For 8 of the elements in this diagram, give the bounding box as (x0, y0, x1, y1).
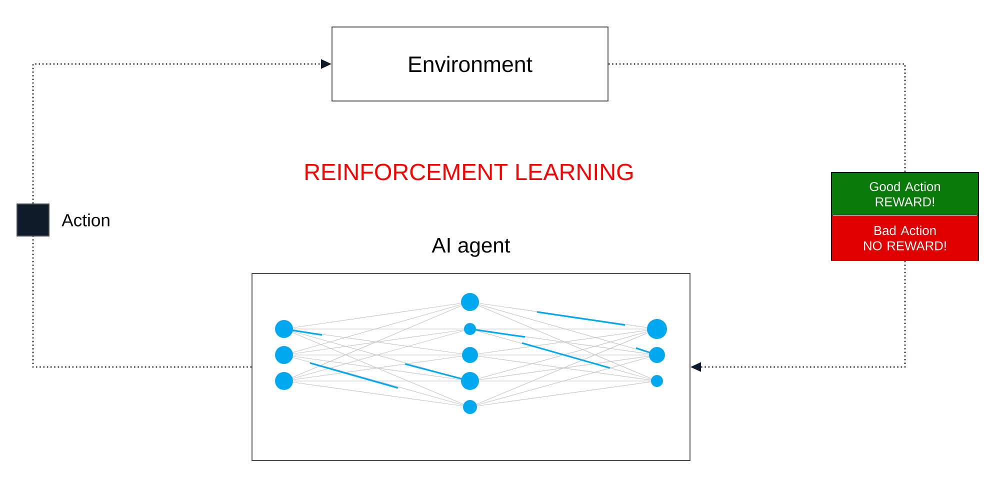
reward-box: Good Action REWARD! (832, 173, 978, 215)
agent-box: AI agent (252, 238, 690, 461)
environment-box: Environment (332, 26, 608, 102)
node-label: AI agent (432, 238, 510, 257)
title: REINFORCEMENT LEARNING (306, 164, 633, 180)
no-reward-box: Bad Action NO REWARD! (832, 216, 978, 260)
action-square (16, 204, 50, 236)
action-label: Action (62, 214, 110, 226)
